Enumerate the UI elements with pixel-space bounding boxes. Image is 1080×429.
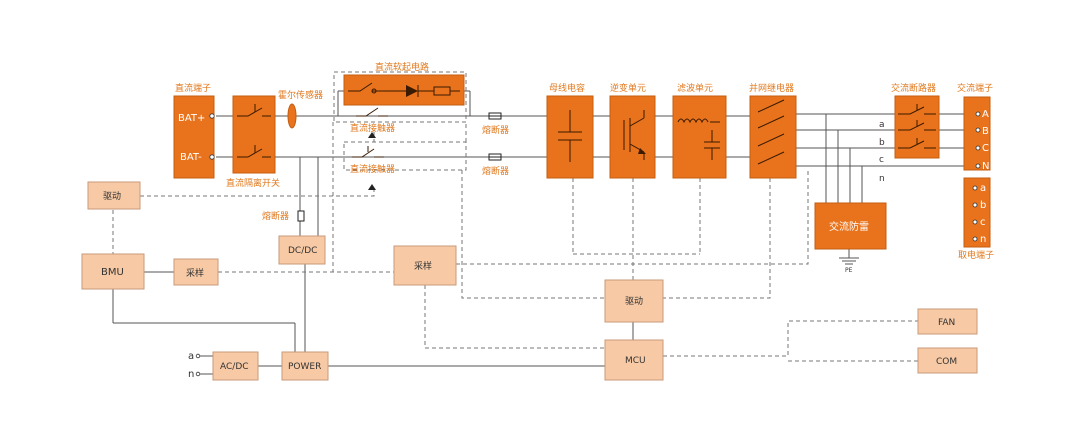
arrow-up-icon (368, 132, 376, 138)
power-terminal-b: b (980, 200, 986, 211)
dc-contactor-2-label: 直流接触器 (350, 163, 395, 175)
switch-icon (237, 107, 271, 117)
ac-breaker-label: 交流断路器 (891, 82, 936, 94)
dc-isolation-switch-label: 直流隔离开关 (226, 177, 280, 189)
phase-label-b: b (879, 138, 885, 148)
input-a-label: a (188, 351, 194, 362)
power-terminal-n: n (980, 234, 986, 245)
grid-relay-label: 并网继电器 (749, 82, 794, 94)
bat-plus-label: BAT+ (178, 113, 205, 124)
dc-soft-start-label: 直流软起电路 (375, 61, 429, 73)
grid-relay: 并网继电器 (749, 82, 797, 179)
power-terminal-label: 取电端子 (958, 249, 994, 261)
hall-sensor-label: 霍尔传感器 (278, 89, 323, 101)
ac-breaker: 交流断路器 (891, 82, 940, 159)
inverter-unit: 逆变单元 (609, 82, 656, 179)
pe-label: PE (845, 267, 853, 274)
bat-minus-terminal-icon (209, 154, 215, 160)
breaker-icon (898, 140, 936, 149)
inductor-icon (677, 118, 709, 124)
fuse-positive: 熔断器 (482, 112, 509, 136)
ac-surge-label: 交流防雷 (829, 220, 869, 233)
dc-isolation-switch: 直流隔离开关 (226, 95, 280, 189)
hall-sensor-icon (287, 103, 297, 129)
dc-contactor-1-label: 直流接触器 (350, 122, 395, 134)
com-label: COM (936, 357, 957, 367)
com-box: COM (917, 347, 978, 374)
dc-contactor-positive: 直流接触器 (350, 107, 395, 138)
ac-terminal-b: B (982, 126, 989, 137)
power-take-off-terminal: a b c n 取电端子 (958, 177, 994, 261)
fuse-1-label: 熔断器 (482, 124, 509, 136)
ac-phase-wires (796, 113, 978, 265)
filter-unit: 滤波单元 (672, 82, 727, 179)
diode-icon (406, 85, 418, 97)
mcu-box: MCU (604, 339, 664, 381)
igbt-icon (623, 110, 645, 160)
acdc-input-terminals: a n (188, 351, 201, 380)
bus-capacitor: 母线电容 (546, 82, 594, 179)
sampling-left-box: 采样 (173, 258, 219, 286)
power-label: POWER (288, 362, 321, 372)
ac-terminal-a: A (982, 109, 989, 120)
power-box: POWER (281, 351, 329, 381)
dcdc-box: DC/DC (278, 235, 326, 265)
bmu-box: BMU (81, 253, 145, 290)
ac-surge-protector: 交流防雷 PE (814, 202, 887, 274)
fuse-icon (297, 210, 305, 222)
fuse-dcdc: 熔断器 (262, 210, 305, 222)
control-wires (112, 157, 634, 375)
breaker-icon (898, 122, 936, 131)
breaker-icon (898, 106, 936, 115)
input-n-label: n (188, 369, 194, 380)
bmu-label: BMU (101, 267, 124, 278)
fan-box: FAN (917, 308, 978, 335)
input-a-terminal-icon (195, 353, 201, 359)
sampling-center-box: 采样 (393, 245, 457, 286)
acdc-label: AC/DC (220, 362, 249, 372)
acdc-box: AC/DC (212, 351, 259, 381)
input-n-terminal-icon (195, 371, 201, 377)
relay-contacts-icon (757, 99, 785, 165)
ac-terminal-n: N (982, 161, 989, 172)
fuse-negative: 熔断器 (482, 153, 509, 177)
bat-minus-label: BAT- (180, 152, 202, 163)
dc-terminal: 直流端子 BAT+ BAT- (173, 82, 215, 179)
filter-unit-label: 滤波单元 (677, 82, 713, 94)
drive-center-box: 驱动 (604, 279, 664, 323)
fan-label: FAN (938, 318, 955, 328)
signal-dashed-lines (112, 71, 918, 362)
switch-icon (348, 82, 384, 92)
sampling-left-label: 采样 (186, 267, 204, 279)
fuse-2-label: 熔断器 (482, 165, 509, 177)
hall-sensor: 霍尔传感器 (278, 89, 323, 129)
drive-left-box: 驱动 (87, 181, 141, 210)
capacitor-icon (704, 121, 720, 160)
power-terminal-c: c (980, 217, 986, 228)
drive-center-label: 驱动 (625, 296, 643, 307)
switch-icon (237, 148, 271, 158)
mcu-label: MCU (625, 356, 646, 366)
phase-label-c: c (879, 155, 884, 165)
dc-contactor-negative: 直流接触器 (350, 146, 395, 190)
dc-soft-start-circuit: 直流软起电路 (343, 61, 465, 106)
inverter-unit-label: 逆变单元 (610, 82, 646, 94)
ac-terminal-c: C (982, 143, 989, 154)
dcdc-label: DC/DC (288, 246, 317, 256)
dc-terminal-label: 直流端子 (175, 82, 211, 94)
phase-label-n: n (879, 174, 885, 184)
fuse-3-label: 熔断器 (262, 210, 289, 222)
phase-label-a: a (879, 120, 885, 130)
power-terminal-a: a (980, 183, 986, 194)
arrow-up-icon (368, 184, 376, 190)
capacitor-icon (558, 110, 582, 162)
drive-left-label: 驱动 (103, 191, 121, 202)
ac-terminal: 交流端子 A B C N (957, 82, 993, 172)
sampling-center-label: 采样 (414, 260, 432, 272)
bat-plus-terminal-icon (209, 113, 215, 119)
phase-line-labels: a b c n (879, 120, 885, 184)
bus-capacitor-label: 母线电容 (549, 82, 585, 94)
ac-terminal-label: 交流端子 (957, 82, 993, 94)
